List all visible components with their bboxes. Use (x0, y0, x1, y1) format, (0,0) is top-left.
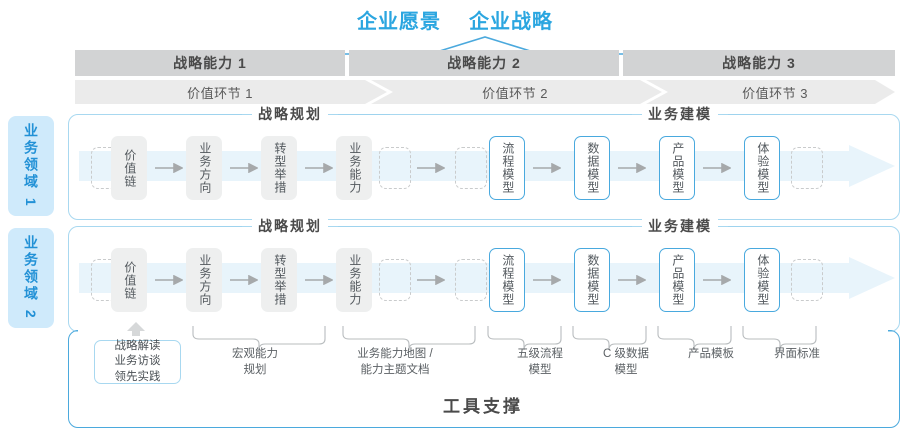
arrow-right-icon (230, 163, 258, 173)
divider-line (190, 113, 242, 115)
placeholder-node-l1-d (791, 147, 823, 189)
node-process-model-l1[interactable]: 流程模型 (489, 136, 525, 200)
capability-bar-1[interactable]: 战略能力 1 (75, 50, 345, 76)
placeholder-node-l1-c (455, 147, 487, 189)
section-title: 业务建模 (642, 104, 718, 124)
divider-line (728, 225, 780, 227)
divider-line (190, 225, 242, 227)
node-value-chain-l1[interactable]: 价值链 (111, 136, 147, 200)
tool-label-product-template: 产品模板 (688, 348, 734, 360)
arrow-right-icon (417, 275, 445, 285)
placeholder-node-l2-d (791, 259, 823, 301)
arrow-right-icon (230, 275, 258, 285)
arrow-right-icon (155, 275, 183, 285)
section-header-modeling-l2: 业务建模 (530, 216, 830, 236)
arrow-right-icon (305, 275, 333, 285)
value-chain-label-1[interactable]: 价值环节 1 (187, 85, 253, 101)
tool-box-strategy-inputs[interactable]: 战略解读 业务访谈 领先实践 (94, 340, 181, 384)
value-chain-arrow-shape-icon (75, 80, 895, 104)
domain-tag-2-label: 业务领域 2 (23, 235, 39, 321)
tool-label-c-level-data: C 级数据 模型 (603, 348, 649, 376)
domain-tag-2[interactable]: 业务领域 2 (8, 228, 54, 328)
node-data-model-l2[interactable]: 数据模型 (574, 248, 610, 312)
node-experience-model-l2[interactable]: 体验模型 (744, 248, 780, 312)
section-header-planning-l2: 战略规划 (140, 216, 440, 236)
business-domain-lane-1: 价值链 业务方向 转型举措 业务能力 流程模型 数据模型 产品模型 体验模型 (68, 114, 900, 220)
node-product-model-l2[interactable]: 产品模型 (659, 248, 695, 312)
section-header-planning-l1: 战略规划 (140, 104, 440, 124)
divider-line (580, 225, 632, 227)
arrow-right-icon (305, 163, 333, 173)
node-business-capability-l1[interactable]: 业务能力 (336, 136, 372, 200)
divider-line (338, 225, 390, 227)
node-data-model-l1[interactable]: 数据模型 (574, 136, 610, 200)
frame-mask (78, 324, 888, 338)
arrow-right-icon (533, 275, 561, 285)
arrow-right-icon (703, 163, 731, 173)
tool-label-capability-map: 业务能力地图 / 能力主题文档 (357, 348, 433, 376)
arrow-right-icon (155, 163, 183, 173)
value-chain-label-3[interactable]: 价值环节 3 (742, 85, 808, 101)
section-title: 业务建模 (642, 216, 718, 236)
tool-label-interface-standard: 界面标准 (774, 348, 820, 360)
node-process-model-l2[interactable]: 流程模型 (489, 248, 525, 312)
value-chain-row: 价值环节 1 价值环节 2 价值环节 3 (75, 80, 895, 104)
placeholder-node-l2-b (379, 259, 411, 301)
section-header-modeling-l1: 业务建模 (530, 104, 830, 124)
tool-connector-braces-icon (192, 326, 817, 351)
divider-line (338, 113, 390, 115)
title-enterprise-strategy: 企业战略 (469, 10, 553, 33)
node-business-direction-l1[interactable]: 业务方向 (186, 136, 222, 200)
title-enterprise-vision: 企业愿景 (357, 10, 441, 33)
node-business-capability-l2[interactable]: 业务能力 (336, 248, 372, 312)
tool-label-five-level-process: 五级流程 模型 (517, 348, 563, 376)
domain-tag-1-label: 业务领域 1 (23, 123, 39, 209)
section-title: 战略规划 (252, 216, 328, 236)
node-transformation-measures-l2[interactable]: 转型举措 (261, 248, 297, 312)
placeholder-node-l1-b (379, 147, 411, 189)
node-business-direction-l2[interactable]: 业务方向 (186, 248, 222, 312)
value-chain-label-2[interactable]: 价值环节 2 (482, 85, 548, 101)
node-transformation-measures-l1[interactable]: 转型举措 (261, 136, 297, 200)
business-domain-lane-2: 价值链 业务方向 转型举措 业务能力 流程模型 数据模型 产品模型 体验模型 (68, 226, 900, 332)
tool-label-macro-capability: 宏观能力 规划 (232, 348, 278, 376)
section-title: 战略规划 (252, 104, 328, 124)
tool-box-strategy-inputs-text: 战略解读 业务访谈 领先实践 (114, 339, 161, 383)
capability-bar-2[interactable]: 战略能力 2 (349, 50, 619, 76)
arrow-right-icon (703, 275, 731, 285)
capability-bar-row: 战略能力 1 战略能力 2 战略能力 3 (75, 50, 895, 76)
arrow-right-icon (417, 163, 445, 173)
node-value-chain-l2[interactable]: 价值链 (111, 248, 147, 312)
capability-bar-3[interactable]: 战略能力 3 (623, 50, 895, 76)
domain-tag-1[interactable]: 业务领域 1 (8, 116, 54, 216)
arrow-right-icon (533, 163, 561, 173)
header-titles: 企业愿景 企业战略 (0, 4, 910, 34)
arrow-up-icon (127, 322, 145, 336)
tool-support-title: 工具支撑 (443, 397, 523, 416)
node-product-model-l1[interactable]: 产品模型 (659, 136, 695, 200)
arrow-right-icon (618, 275, 646, 285)
divider-line (580, 113, 632, 115)
divider-line (728, 113, 780, 115)
placeholder-node-l2-c (455, 259, 487, 301)
arrow-right-icon (618, 163, 646, 173)
node-experience-model-l1[interactable]: 体验模型 (744, 136, 780, 200)
